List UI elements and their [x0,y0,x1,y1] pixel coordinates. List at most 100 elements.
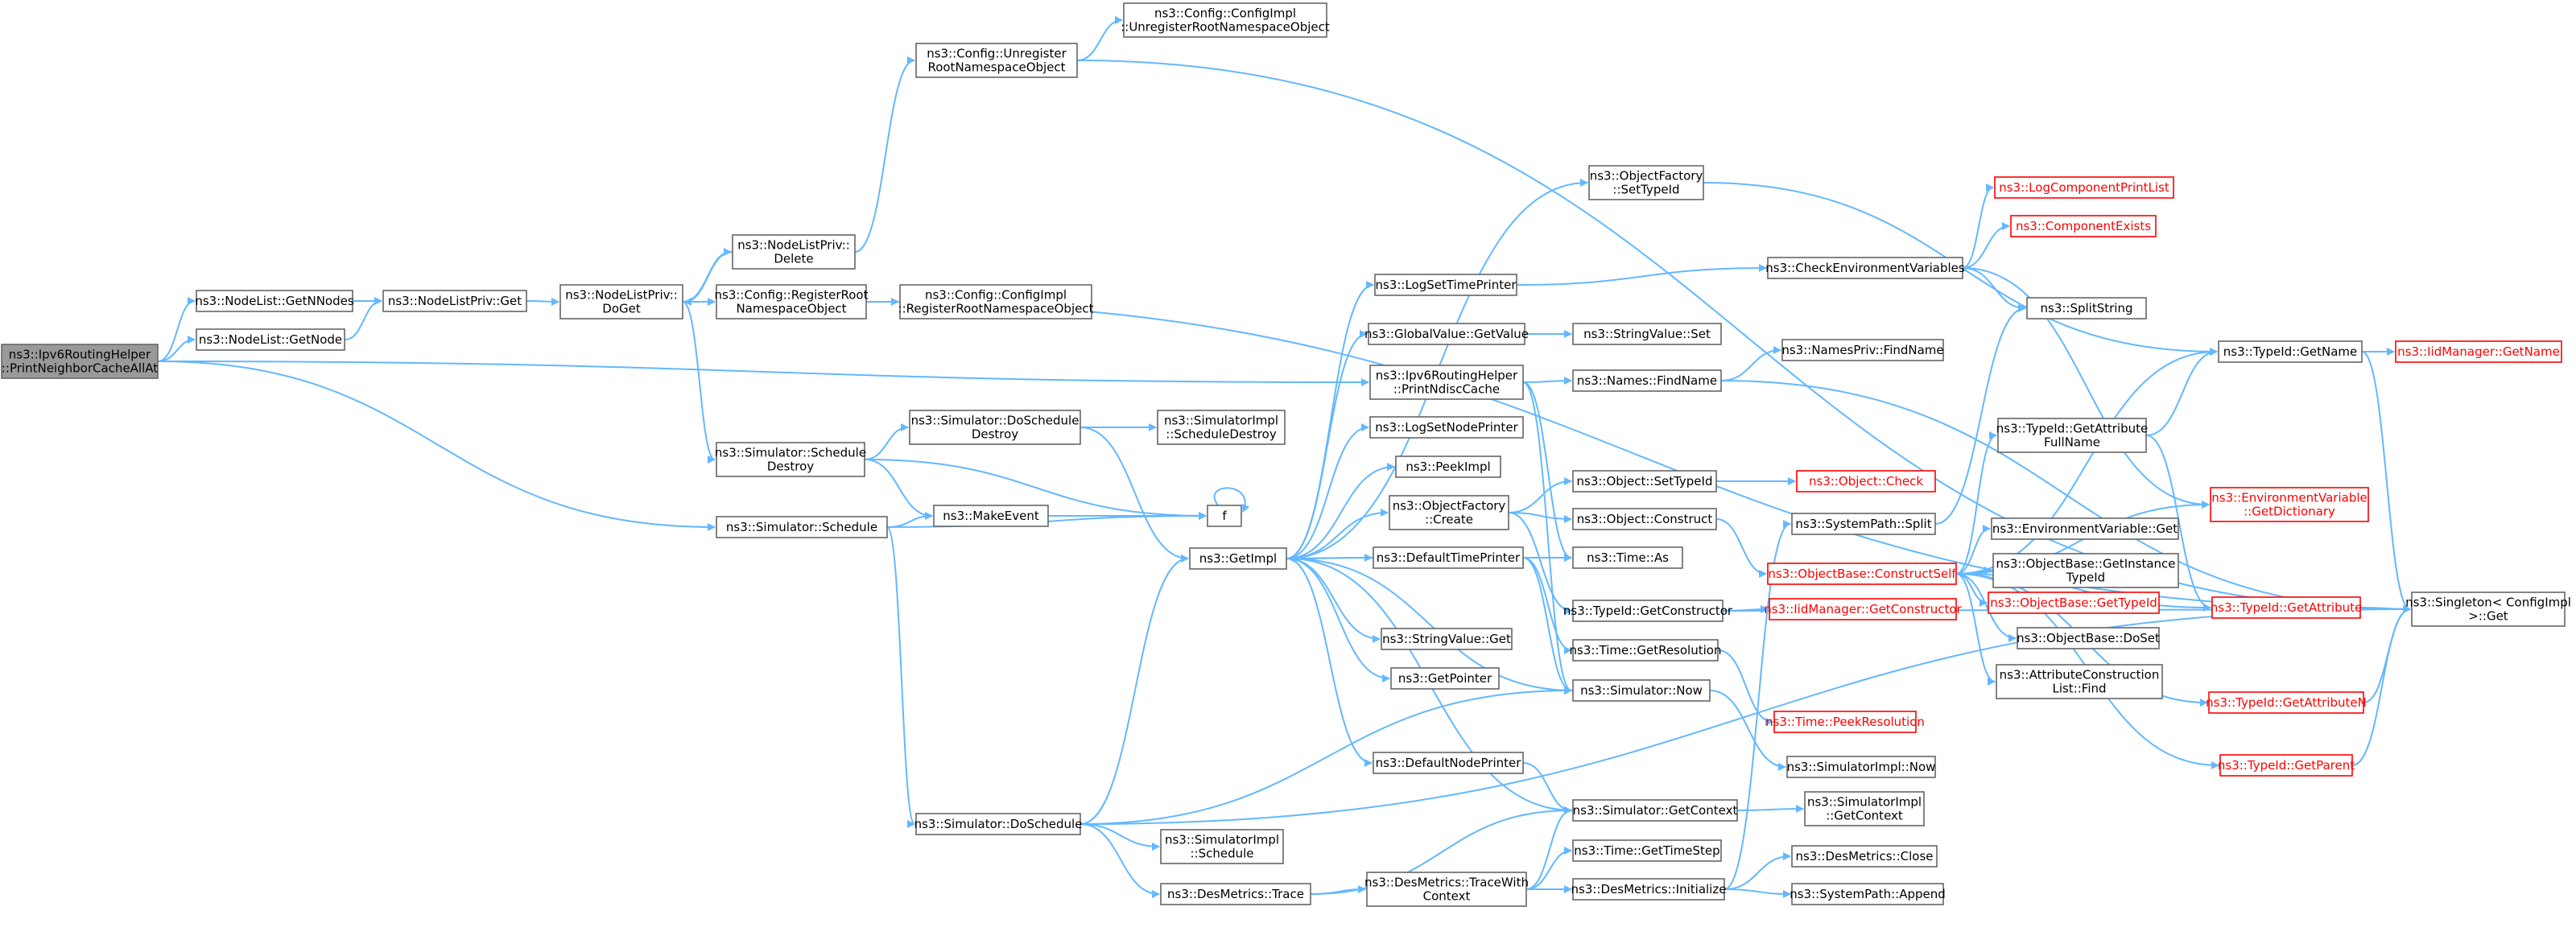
node-cfgImplReg[interactable]: ns3::Config::ConfigImpl::RegisterRootNam… [898,284,1094,319]
node-box [1588,165,1704,200]
node-objFactCreate[interactable]: ns3::ObjectFactory::Create [1389,495,1509,530]
node-defTimePrinter[interactable]: ns3::DefaultTimePrinter [1373,546,1524,569]
node-nlpDoGet[interactable]: ns3::NodeListPriv::DoGet [559,284,683,319]
node-objBaseCS[interactable]: ns3::ObjectBase::ConstructSelf [1767,563,1957,585]
node-strValGet[interactable]: ns3::StringValue::Get [1381,628,1513,650]
node-label: ns3::Config::ConfigImpl [1154,6,1296,21]
node-timeGetTimeStep[interactable]: ns3::Time::GetTimeStep [1572,839,1722,862]
node-logSetTimePrinter[interactable]: ns3::LogSetTimePrinter [1374,274,1517,296]
node-nlpDelete[interactable]: ns3::NodeListPriv::Delete [732,234,856,270]
edge-defNodePrinter-to-simGetContext [1522,762,1572,814]
node-cfgImplUnreg[interactable]: ns3::Config::ConfigImpl::UnregisterRootN… [1121,2,1330,38]
node-box [1804,791,1925,826]
node-box [1572,799,1738,822]
node-objSetTypeId[interactable]: ns3::Object::SetTypeId [1572,470,1717,493]
node-label: ns3::SystemPath::Append [1790,887,1946,901]
node-nlGetNode[interactable]: ns3::NodeList::GetNode [196,328,345,351]
node-simDoSchedule[interactable]: ns3::Simulator::DoSchedule [914,813,1083,835]
edge-getImpl-to-getPointer [1286,558,1390,682]
node-simSchedDestroy[interactable]: ns3::Simulator::ScheduleDestroy [715,442,866,477]
edge-simDoSchedule-to-desTrace [1080,823,1160,898]
node-label: ns3::Ipv6RoutingHelper [1376,369,1518,383]
node-simGetContext[interactable]: ns3::Simulator::GetContext [1572,799,1738,822]
edge-cfgUnreg-to-singletonGet [1076,60,2411,613]
node-typeIdGetAttr[interactable]: ns3::TypeId::GetAttribute [2211,596,2362,619]
node-label: ns3::AttributeConstruction [2000,668,2160,682]
node-typeIdGetName[interactable]: ns3::TypeId::GetName [2218,340,2363,363]
node-label: ns3::SimulatorImpl [1807,795,1922,810]
node-box [1786,756,1936,778]
node-simImplSchedule[interactable]: ns3::SimulatorImpl::Schedule [1160,829,1284,864]
node-objCheck[interactable]: ns3::Object::Check [1796,470,1936,493]
node-iidGetCtor[interactable]: ns3::IidManager::GetConstructor [1764,598,1963,620]
node-logCompPrint[interactable]: ns3::LogComponentPrintList [1994,176,2174,199]
node-cfgUnreg[interactable]: ns3::Config::UnregisterRootNamespaceObje… [915,43,1078,78]
node-checkEnv[interactable]: ns3::CheckEnvironmentVariables [1765,257,1965,279]
node-f[interactable]: f [1207,505,1242,527]
node-box [196,290,353,312]
node-typeIdGetAttrN[interactable]: ns3::TypeId::GetAttributeN [2206,691,2367,714]
node-desTrace[interactable]: ns3::DesMetrics::Trace [1160,883,1311,905]
edge-simSchedDestroy-to-simDoSchedDestroy [864,423,909,460]
node-nlpGet[interactable]: ns3::NodeListPriv::Get [382,290,527,312]
node-compExists[interactable]: ns3::ComponentExists [2010,215,2157,237]
node-desClose[interactable]: ns3::DesMetrics::Close [1791,845,1938,868]
edge-simNow-to-getImpl [1287,554,1574,691]
node-getImpl[interactable]: ns3::GetImpl [1189,547,1287,570]
node-splitString[interactable]: ns3::SplitString [2026,297,2147,319]
node-strValSet[interactable]: ns3::StringValue::Set [1572,323,1722,345]
node-timePeekRes[interactable]: ns3::Time::PeekResolution [1765,711,1925,733]
node-box [1366,872,1527,907]
node-getPointer[interactable]: ns3::GetPointer [1390,667,1500,690]
edge-root-to-nlGetNode [157,336,196,362]
node-box [1189,547,1287,570]
node-objBaseDoSet[interactable]: ns3::ObjectBase::DoSet [2017,627,2160,649]
node-typeIdGetCtor[interactable]: ns3::TypeId::GetConstructor [1563,600,1733,622]
node-logSetNodePrinter[interactable]: ns3::LogSetNodePrinter [1369,416,1524,439]
edge-checkEnv-to-logCompPrint [1962,183,1994,269]
node-box [1796,470,1936,493]
edge-nlpDelete-to-nlpDoGet [683,251,733,306]
node-sysAppend[interactable]: ns3::SystemPath::Append [1790,883,1946,905]
node-simNow[interactable]: ns3::Simulator::Now [1572,679,1711,702]
node-timeGetRes[interactable]: ns3::Time::GetResolution [1570,639,1722,662]
node-objFactSetTypeId[interactable]: ns3::ObjectFactory::SetTypeId [1588,165,1704,200]
node-sysSplit[interactable]: ns3::SystemPath::Split [1791,513,1936,535]
node-ipv6PrintNdisc[interactable]: ns3::Ipv6RoutingHelper::PrintNdiscCache [1369,365,1524,400]
node-box [1767,257,1963,279]
node-namesPrivFind[interactable]: ns3::NamesPriv::FindName [1781,339,1944,361]
node-envGetDict[interactable]: ns3::EnvironmentVariable::GetDictionary [2210,487,2369,522]
node-label: ns3::MakeEvent [943,509,1039,523]
node-simImplSchedDestroy[interactable]: ns3::SimulatorImpl::ScheduleDestroy [1157,410,1286,445]
node-desInit[interactable]: ns3::DesMetrics::Initialize [1571,878,1727,901]
node-envGet[interactable]: ns3::EnvironmentVariable::Get [1991,517,2179,540]
node-objBaseGetTypeId[interactable]: ns3::ObjectBase::GetTypeId [1988,591,2160,614]
node-iidGetName[interactable]: ns3::IidManager::GetName [2395,340,2562,363]
node-peekImpl[interactable]: ns3::PeekImpl [1395,455,1501,478]
node-root[interactable]: ns3::Ipv6RoutingHelper::PrintNeighborCac… [1,344,159,379]
node-typeIdGetParent[interactable]: ns3::TypeId::GetParent [2218,754,2355,777]
edge-simSchedule-to-simDoSchedule [886,526,915,828]
node-gvGetValue[interactable]: ns3::GlobalValue::GetValue [1364,323,1529,345]
node-cfgReg[interactable]: ns3::Config::RegisterRootNamespaceObject [715,284,869,319]
edge-getImpl-to-strValGet [1286,558,1381,643]
node-objConstruct[interactable]: ns3::Object::Construct [1572,508,1717,530]
node-namesFind[interactable]: ns3::Names::FindName [1572,369,1722,392]
node-layer: ns3::Ipv6RoutingHelper::PrintNeighborCac… [1,2,2571,907]
node-makeEvent[interactable]: ns3::MakeEvent [933,505,1049,527]
node-simSchedule[interactable]: ns3::Simulator::Schedule [716,516,888,538]
node-simImplGetContext[interactable]: ns3::SimulatorImpl::GetContext [1804,791,1925,826]
node-singletonGet[interactable]: ns3::Singleton< ConfigImpl>::Get [2405,591,2571,627]
node-nlGetNNodes[interactable]: ns3::NodeList::GetNNodes [195,290,354,312]
node-label: ::GetDictionary [2244,505,2335,519]
node-defNodePrinter[interactable]: ns3::DefaultNodePrinter [1373,752,1524,774]
node-timeAs[interactable]: ns3::Time::As [1572,546,1683,569]
node-box [1160,883,1311,905]
node-simImplNow[interactable]: ns3::SimulatorImpl::Now [1786,756,1936,778]
